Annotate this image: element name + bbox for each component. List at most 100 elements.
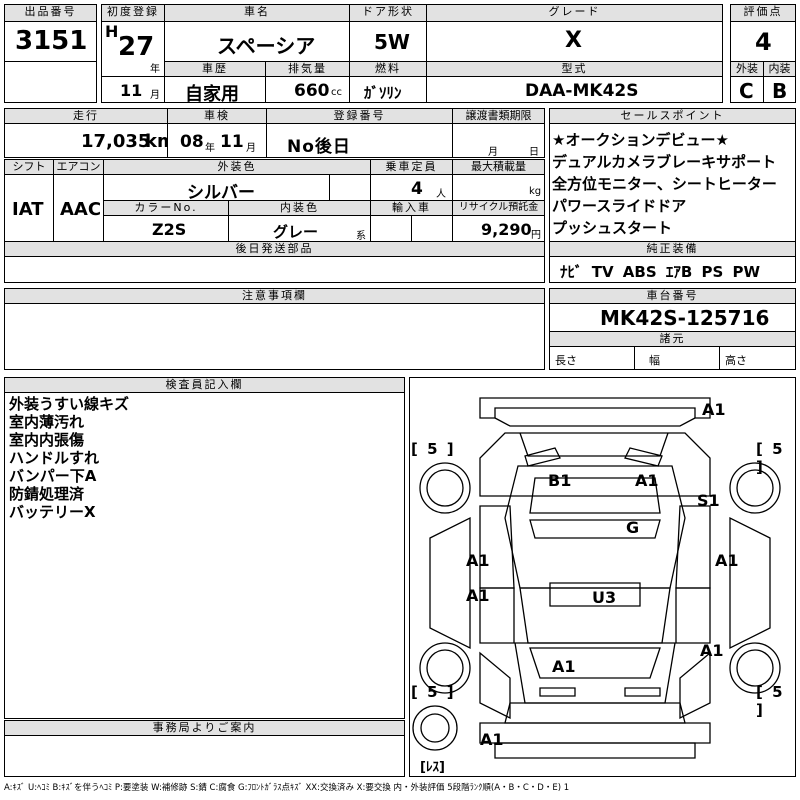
- capacity: 4: [411, 179, 423, 199]
- length-cell: 長さ: [549, 346, 635, 370]
- displacement-unit: cc: [331, 87, 342, 98]
- transfer-label: 譲渡書類期限: [452, 108, 545, 124]
- mileage-cell: 17,035 km: [4, 123, 176, 158]
- int-color-cell: グレー 系: [228, 215, 371, 242]
- reg-month: 11: [120, 81, 143, 100]
- color-cell: シルバー: [103, 174, 330, 203]
- car-diagram-panel: A1 B1 A1 S1 G A1 A1 A1 U3 A1 A1 A1 [ 5 ]…: [409, 377, 796, 777]
- damage-mark: A1: [466, 551, 490, 570]
- exterior-grade: C: [739, 79, 754, 103]
- mileage-label: 走行: [4, 108, 168, 124]
- color-no-label: カラーNo.: [103, 200, 229, 216]
- history: 自家用: [185, 84, 239, 105]
- ac: AAC: [60, 199, 102, 220]
- first-reg-cell: H 27 年: [101, 21, 165, 77]
- ac-label: エアコン: [53, 159, 104, 175]
- transfer-cell: 月 日: [452, 123, 545, 158]
- score: 4: [755, 28, 772, 56]
- transfer-month: 月: [488, 147, 498, 158]
- inspector-note: 室内薄汚れ: [9, 413, 85, 431]
- insp-month: 11: [220, 132, 244, 152]
- insp-year-unit: 年: [205, 143, 215, 154]
- import-label: 輸入車: [370, 200, 453, 216]
- dims-label: 諸元: [549, 331, 796, 347]
- insp-month-unit: 月: [246, 143, 256, 154]
- damage-mark: A1: [466, 586, 490, 605]
- score-cell: 4: [730, 21, 796, 62]
- displacement-cell: 660 cc: [265, 76, 350, 103]
- history-label: 車歴: [164, 61, 266, 77]
- displacement-label: 排気量: [265, 61, 350, 77]
- shift-cell: IAT: [4, 174, 54, 242]
- mileage: 17,035: [81, 131, 151, 152]
- shift-label: シフト: [4, 159, 54, 175]
- int-color: グレー: [273, 223, 319, 241]
- sales-cell: ★オークションデビュー★ デュアルカメラブレーキサポート 全方位モニター、シート…: [549, 123, 796, 242]
- damage-mark: A1: [635, 471, 659, 490]
- damage-mark: A1: [552, 657, 576, 676]
- chassis-label: 車台番号: [549, 288, 796, 304]
- color-no: Z2S: [152, 220, 187, 239]
- transfer-day: 日: [529, 147, 539, 158]
- tire-depth: [ 5 ]: [411, 683, 456, 701]
- shift: IAT: [12, 199, 44, 220]
- car-name-label: 車名: [164, 4, 350, 22]
- inspector-note: 外装うすい線キズ: [9, 395, 130, 413]
- inspection-cell: 08 年 11 月: [167, 123, 267, 158]
- office-cell: [4, 735, 405, 777]
- sales-point: パワースライドドア: [552, 197, 687, 215]
- int-color-label: 内装色: [228, 200, 371, 216]
- length-label: 長さ: [555, 354, 577, 367]
- width-label: 幅: [649, 354, 660, 367]
- capacity-label: 乗車定員: [370, 159, 453, 175]
- fuel-label: 燃料: [349, 61, 427, 77]
- recycle-unit: 円: [531, 230, 541, 241]
- inspector-cell: 外装うすい線キズ 室内薄汚れ 室内内張傷 ハンドルすれ バンパー下A 防錆処理済…: [4, 392, 405, 719]
- grade-label: グレード: [426, 4, 723, 22]
- era: H: [105, 22, 119, 41]
- color-no-cell: Z2S: [103, 215, 229, 242]
- inspector-note: 室内内張傷: [9, 431, 85, 449]
- lot-blank: [4, 61, 97, 103]
- lot-number: 3151: [15, 26, 88, 56]
- model: DAA-MK42S: [525, 81, 639, 101]
- chassis-number: MK42S-125716: [600, 306, 770, 330]
- interior-label: 内装: [763, 61, 796, 77]
- legend: A:ｷｽﾞ U:ﾍｺﾐ B:ｷｽﾞを伴うﾍｺﾐ P:要塗装 W:補修跡 S:錆 …: [4, 783, 570, 793]
- sales-point: プッシュスタート: [552, 219, 673, 237]
- damage-mark: A1: [715, 551, 739, 570]
- car-name-cell: スペーシア: [164, 21, 350, 62]
- height-cell: 高さ: [719, 346, 796, 370]
- fuel: ｶﾞｿﾘﾝ: [364, 84, 402, 102]
- sales-point: デュアルカメラブレーキサポート: [552, 153, 777, 171]
- chassis-cell: MK42S-125716: [549, 303, 796, 332]
- exterior-cell: C: [730, 76, 764, 103]
- reg-month-cell: 11 月: [101, 76, 165, 103]
- load-label: 最大積載量: [452, 159, 545, 175]
- inspector-note: 防錆処理済: [9, 485, 85, 503]
- door-type: 5W: [374, 30, 410, 54]
- damage-mark: U3: [592, 588, 617, 607]
- equipment-items: ﾅﾋﾞ TV ABS ｴｱB PS PW: [560, 263, 761, 281]
- inspector-note: バンパー下A: [9, 467, 97, 485]
- tire-depth: [ 5 ]: [756, 683, 785, 719]
- capacity-cell: 4 人: [370, 174, 453, 201]
- office-label: 事務局よりご案内: [4, 720, 405, 736]
- tire-depth: [ 5 ]: [411, 440, 456, 458]
- tire-depth: [ 5 ]: [756, 440, 785, 476]
- sales-point: 全方位モニター、シートヒーター: [552, 175, 777, 193]
- damage-mark: A1: [480, 730, 504, 749]
- fuel-cell: ｶﾞｿﾘﾝ: [349, 76, 427, 103]
- door-cell: 5W: [349, 21, 427, 62]
- grade: X: [565, 28, 582, 53]
- int-color-suffix: 系: [356, 231, 366, 242]
- model-cell: DAA-MK42S: [426, 76, 723, 103]
- history-cell: 自家用: [164, 76, 266, 105]
- color-label: 外装色: [103, 159, 371, 175]
- damage-mark: A1: [702, 400, 726, 419]
- inspector-label: 検査員記入欄: [4, 377, 405, 393]
- score-label: 評価点: [730, 4, 796, 22]
- spare-tire: [ﾚｽ]: [420, 760, 445, 775]
- door-label: ドア形状: [349, 4, 427, 22]
- color-extra-cell: [329, 174, 371, 201]
